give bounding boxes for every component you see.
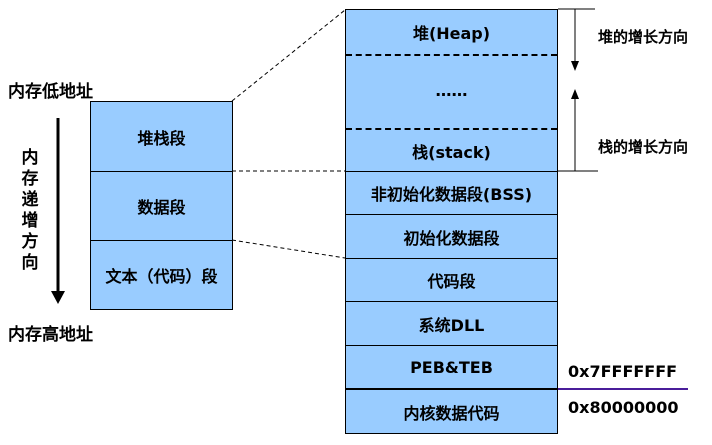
segment-label: 文本（代码）段 — [105, 267, 218, 286]
direction-arrow-head — [51, 291, 65, 304]
low-address-label: 内存低地址 — [8, 82, 93, 102]
heap-label: 堆(Heap) — [412, 24, 491, 43]
heap-growth-arrow-head — [571, 61, 579, 71]
segment-data: 数据段 — [90, 171, 233, 241]
segment-initialized-data: 初始化数据段 — [345, 214, 558, 259]
stack-growth-label: 栈的增长方向 — [598, 138, 689, 156]
direction-char: 增 — [21, 211, 39, 231]
stack-growth-arrow-head — [571, 89, 579, 99]
dash-connector-top — [231, 9, 346, 102]
heap-dashed-separator — [346, 54, 557, 56]
direction-char: 存 — [21, 169, 39, 189]
segment-label: 堆栈段 — [137, 128, 186, 148]
segment-label: 内核数据代码 — [403, 403, 500, 423]
segment-text-code: 文本（代码）段 — [90, 240, 233, 310]
direction-char: 递 — [21, 190, 39, 210]
direction-char: 内 — [21, 148, 39, 168]
segment-peb-teb: PEB&TEB — [345, 345, 558, 389]
ellipsis-label: …… — [435, 80, 468, 100]
segment-heap-stack: 堆栈段 — [90, 101, 233, 172]
dash-connector-bottom — [231, 239, 346, 259]
heap-stack-region: 堆(Heap) …… 栈(stack) — [345, 9, 558, 172]
direction-char: 方 — [21, 232, 39, 252]
segment-bss: 非初始化数据段(BSS) — [345, 171, 558, 215]
direction-vertical-label: 内 存 递 增 方 向 — [20, 148, 40, 274]
segment-system-dll: 系统DLL — [345, 301, 558, 346]
stack-label: 栈(stack) — [412, 143, 491, 162]
high-address-label: 内存高地址 — [8, 325, 93, 345]
heap-growth-label: 堆的增长方向 — [598, 28, 689, 46]
segment-label: 代码段 — [427, 272, 476, 291]
segment-label: 初始化数据段 — [403, 228, 500, 248]
address-kernel-start: 0x80000000 — [568, 398, 679, 417]
segment-label: 系统DLL — [418, 315, 485, 335]
direction-char: 向 — [21, 253, 39, 273]
segment-label: 数据段 — [137, 198, 186, 217]
address-user-top: 0x7FFFFFFF — [568, 362, 678, 381]
segment-label: PEB&TEB — [410, 357, 493, 377]
segment-label: 非初始化数据段(BSS) — [370, 185, 533, 204]
segment-kernel-data-code: 内核数据代码 — [345, 389, 558, 434]
segment-code: 代码段 — [345, 258, 558, 302]
stack-dashed-separator — [346, 128, 557, 130]
